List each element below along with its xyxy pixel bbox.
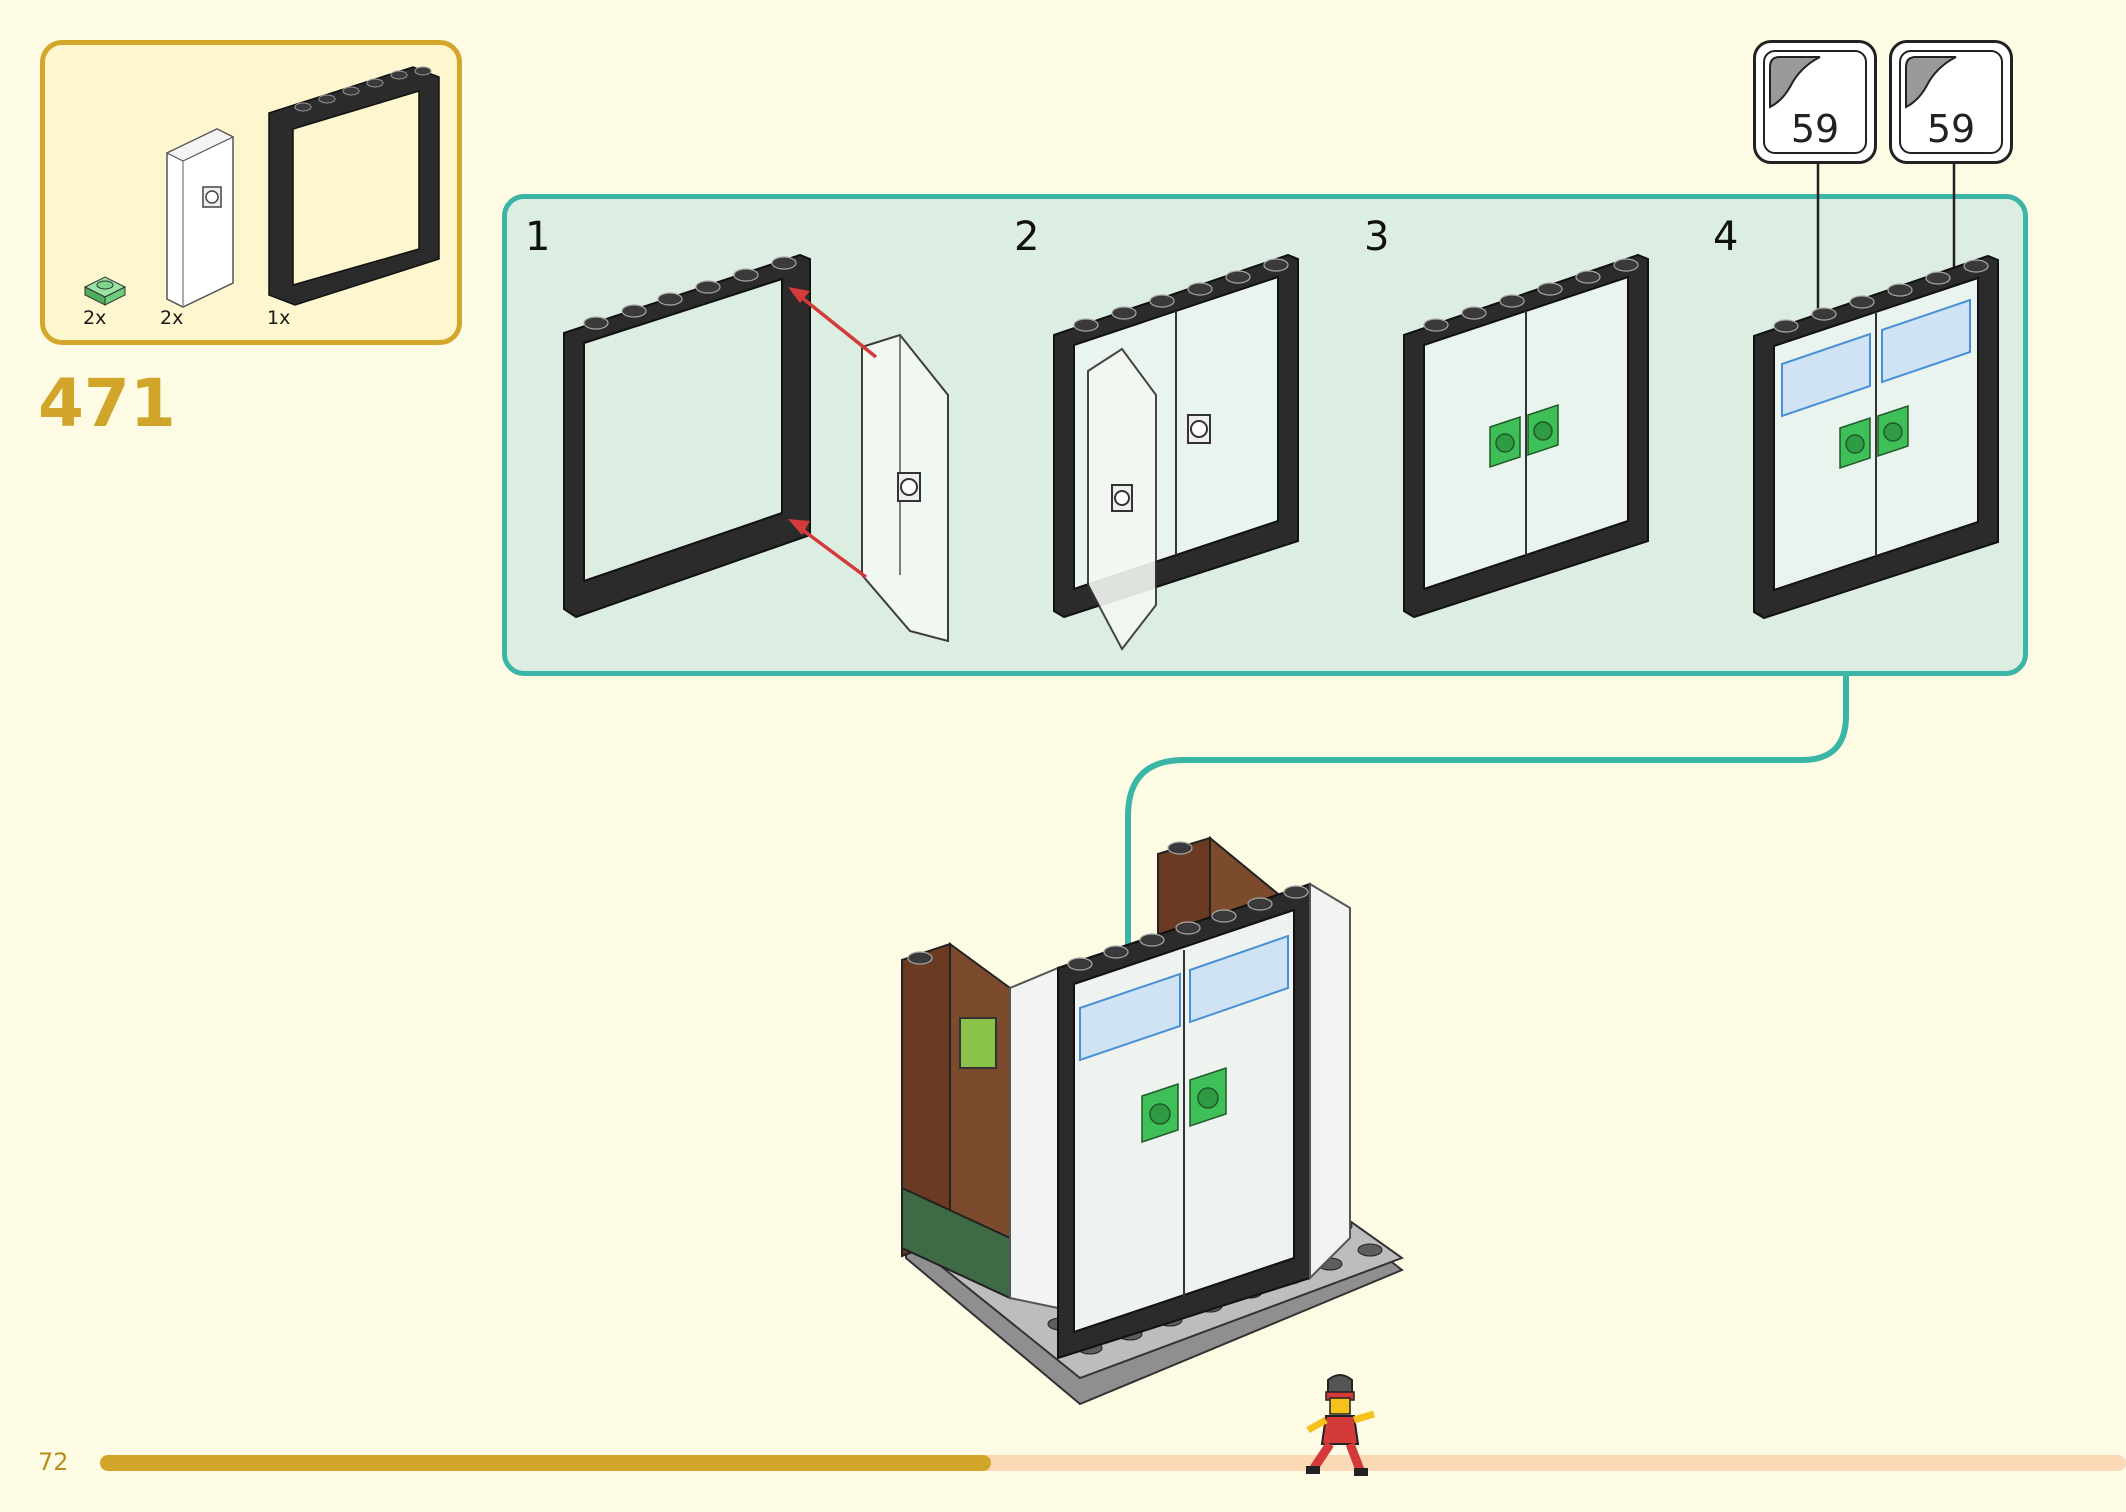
ninja-minifigure-icon — [1306, 1374, 1376, 1476]
green-plate-1x1-icon — [83, 276, 127, 306]
parts-list-box: 2x 2x 1x — [40, 40, 462, 345]
sticker-frame — [1763, 50, 1867, 154]
sticker-tag: 59 — [1753, 40, 1877, 164]
step-number: 471 — [38, 365, 176, 442]
substep-number: 3 — [1364, 214, 1390, 260]
substep-1-illustration — [563, 253, 949, 643]
substep-4-illustration — [1753, 164, 1999, 620]
sticker-number: 59 — [1926, 107, 1976, 151]
sticker-tag: 59 — [1889, 40, 2013, 164]
sticker-frame — [1899, 50, 2003, 154]
transparent-door-icon — [165, 128, 235, 308]
part-qty-plate: 2x — [83, 307, 107, 329]
substep-number: 4 — [1713, 214, 1739, 260]
page-number: 72 — [38, 1448, 69, 1476]
main-build-illustration — [901, 835, 1405, 1406]
progress-bar — [100, 1455, 2126, 1471]
part-qty-frame: 1x — [267, 307, 291, 329]
substep-2-illustration — [1053, 253, 1299, 651]
part-qty-door: 2x — [160, 307, 184, 329]
substep-3-illustration — [1403, 253, 1649, 619]
sticker-number: 59 — [1790, 107, 1840, 151]
substep-number: 1 — [525, 214, 551, 260]
sticker-curl-icon — [1769, 56, 1821, 109]
substep-number: 2 — [1014, 214, 1040, 260]
black-window-frame-icon — [268, 66, 440, 306]
progress-fill — [100, 1455, 992, 1471]
sticker-curl-icon — [1905, 56, 1957, 109]
green-handle-pair — [1489, 403, 1559, 469]
